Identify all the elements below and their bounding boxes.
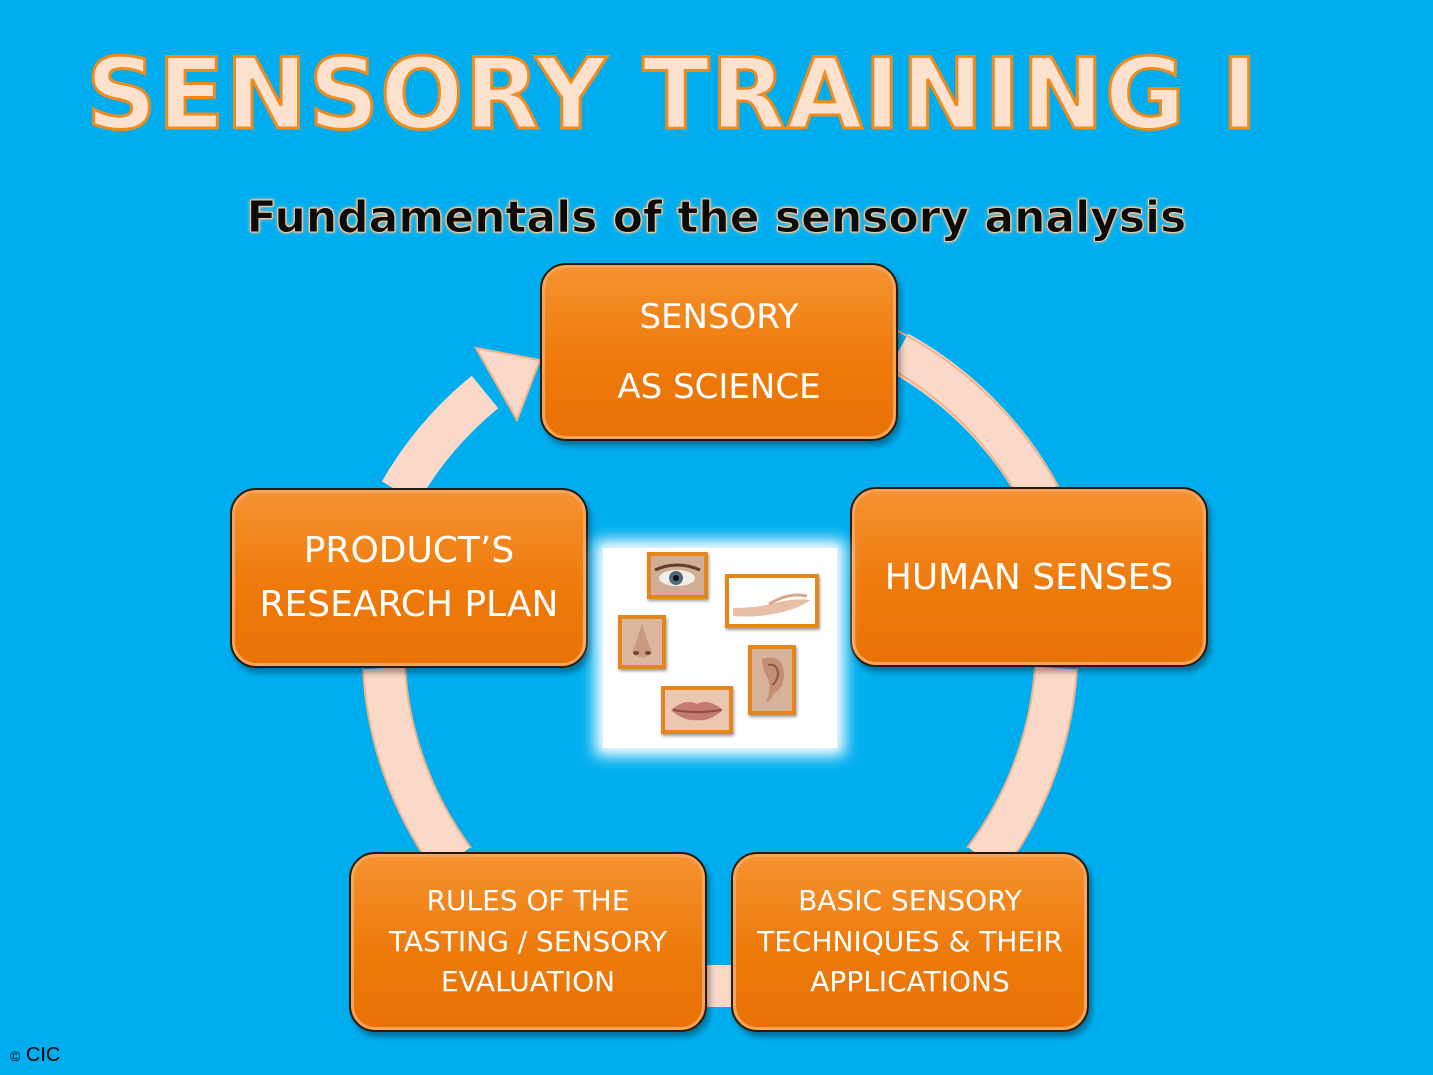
node-line: RESEARCH PLAN [259,584,559,625]
node-line: SENSORY [639,297,799,337]
hand-photo [725,574,819,628]
node-line: TASTING / SENSORY [388,924,668,958]
cycle-node-rules-of-tasting: RULES OF THE TASTING / SENSORY EVALUATIO… [349,852,707,1032]
node-line: RULES OF THE [426,884,630,918]
cycle-arrowhead [474,346,542,423]
node-line: APPLICATIONS [810,965,1010,999]
nose-photo [618,615,666,669]
eye-photo [647,552,708,599]
node-line: PRODUCT’S [303,530,515,571]
copyright-icon: © [10,1048,21,1064]
node-line: EVALUATION [440,965,616,999]
node-line: TECHNIQUES & THEIR [757,924,1063,958]
copyright-notice: © CIC [10,1044,60,1067]
cycle-node-basic-sensory-techniques: BASIC SENSORY TECHNIQUES & THEIR APPLICA… [731,852,1089,1032]
slide-subtitle: Fundamentals of the sensory analysis [246,192,1187,244]
senses-image-panel [603,548,837,748]
node-line: AS SCIENCE [617,367,821,407]
cycle-node-human-senses: HUMAN SENSES [850,487,1208,667]
node-line: HUMAN SENSES [884,556,1174,598]
node-line: BASIC SENSORY [798,884,1022,918]
ear-photo [748,645,796,715]
ring-arc-senses-techniques [968,666,1077,873]
ring-arc-rules-plan [363,666,471,873]
copyright-owner: CIC [25,1044,61,1066]
cycle-node-research-plan: PRODUCT’S RESEARCH PLAN [230,488,588,668]
cycle-node-sensory-as-science: SENSORY AS SCIENCE [540,263,898,441]
ring-arc-plan-science [381,375,499,503]
ring-arc-science-senses [887,333,1059,506]
lips-photo [661,686,733,734]
slide-title: SENSORY TRAINING I [85,38,1260,152]
